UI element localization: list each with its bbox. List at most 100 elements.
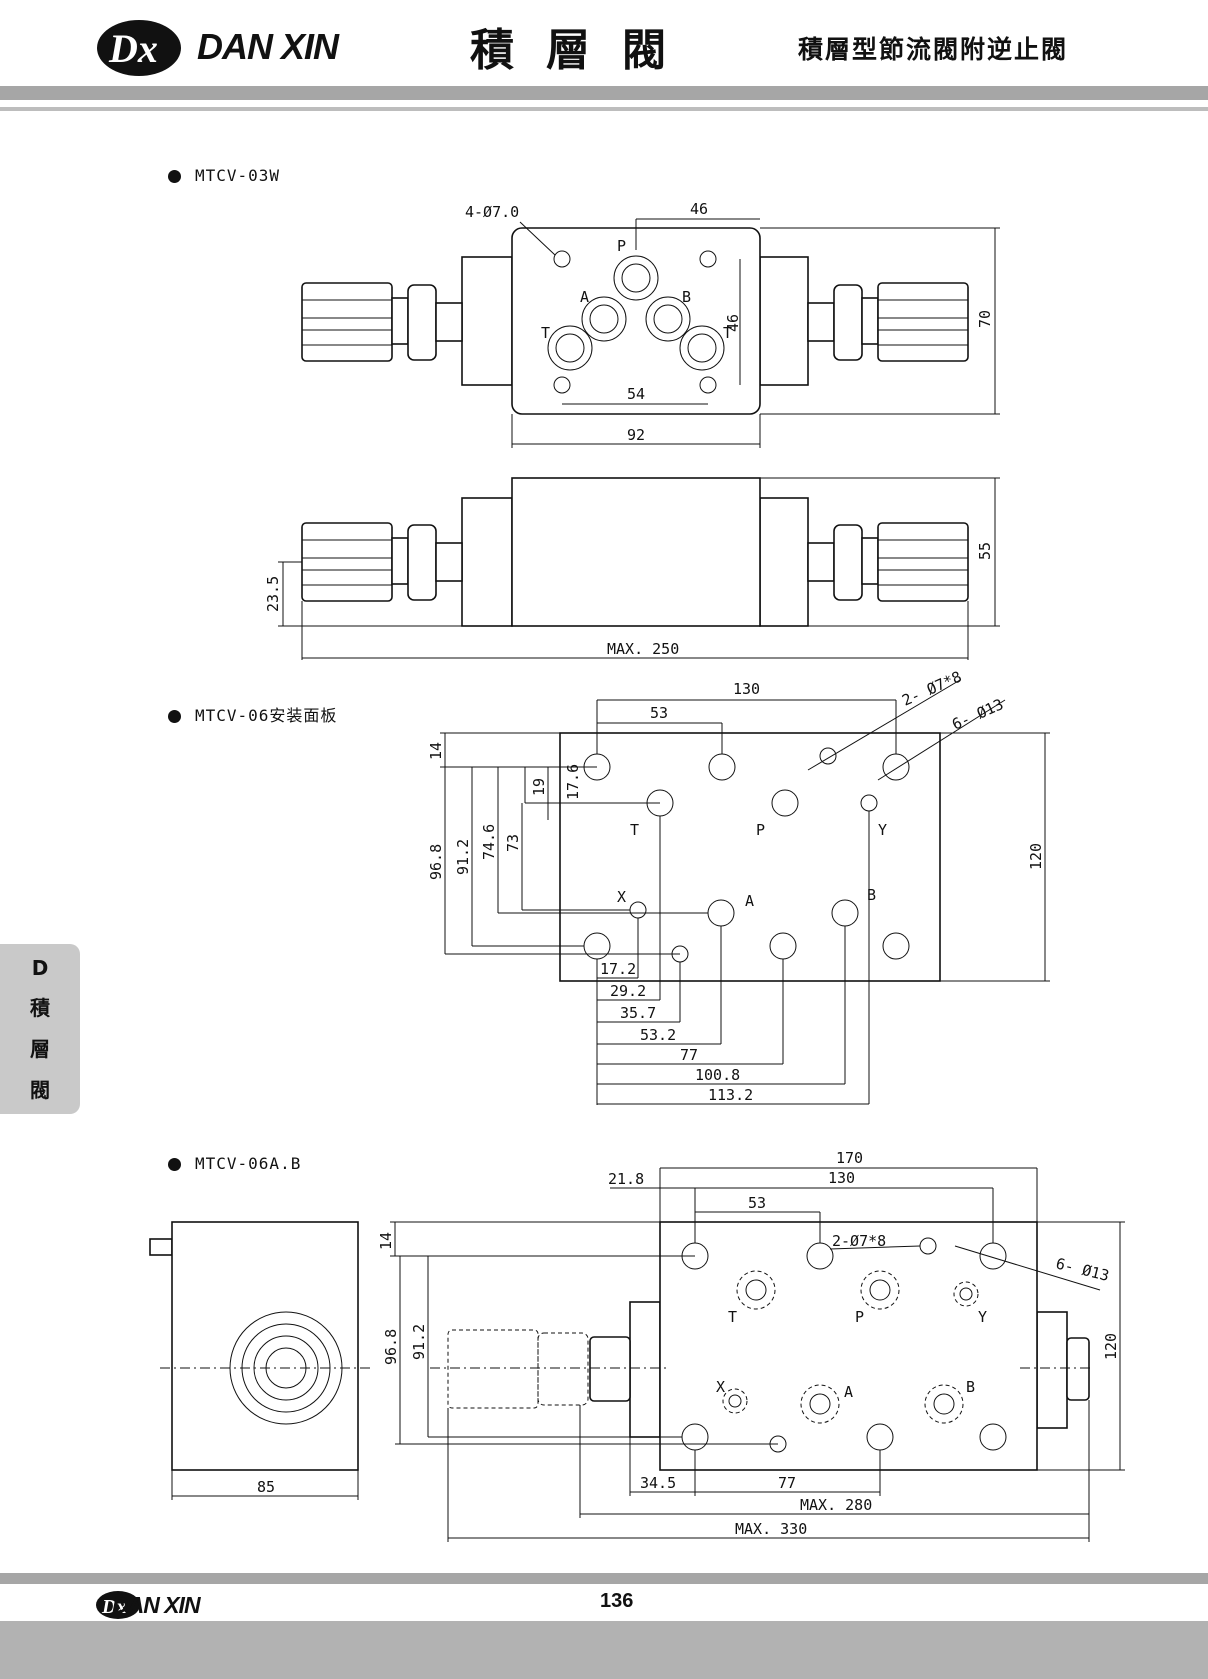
right-block-side (759, 497, 809, 627)
dim-96-8: 96.8 (427, 844, 445, 880)
dim-35-7: 35.7 (620, 1004, 656, 1022)
dim-max-250: MAX. 250 (607, 640, 679, 658)
brand-name: DAN XIN (197, 26, 339, 67)
dim-53: 53 (748, 1194, 766, 1212)
left-adjuster-knob-side (301, 522, 463, 602)
dim-21-8: 21.8 (608, 1170, 644, 1188)
dim-29-2: 29.2 (610, 982, 646, 1000)
dim-100-8: 100.8 (695, 1066, 740, 1084)
dashed-adjuster-knob (447, 1329, 1090, 1409)
dim-77: 77 (778, 1474, 796, 1492)
dim-96-8: 96.8 (382, 1329, 400, 1365)
dim-55: 55 (976, 542, 994, 560)
port-b-label: B (682, 288, 691, 306)
section-label-mtcv-06ab: MTCV-06A.B (168, 1154, 301, 1173)
svg-text:Dx: Dx (101, 1596, 126, 1618)
dim-53: 53 (650, 704, 668, 722)
right-adjuster-knob (807, 282, 969, 362)
drawing-mtcv-03w: P A B T T 4-Ø7.0 46 46 54 92 70 55 23.5 … (264, 200, 1000, 660)
port-b-label: B (867, 886, 876, 904)
dim-77: 77 (680, 1046, 698, 1064)
dim-53-2: 53.2 (640, 1026, 676, 1044)
dim-hole-count: 4-Ø7.0 (465, 203, 519, 221)
header-divider (0, 86, 1208, 100)
dim-130: 130 (828, 1169, 855, 1187)
dim-holes-large: 6- Ø13 (1054, 1254, 1111, 1285)
drawing-mtcv-06-plate: T P Y X A B 130 53 2- Ø7*8 6- Ø13 14 17.… (427, 670, 1050, 1105)
dim-max-330: MAX. 330 (735, 1520, 807, 1538)
valve-body-side (511, 477, 761, 627)
bullet-icon (168, 710, 181, 723)
dim-34-5: 34.5 (640, 1474, 676, 1492)
bullet-icon (168, 170, 181, 183)
port-y-label: Y (878, 821, 887, 839)
footer-logo: Dx (95, 1588, 143, 1626)
dim-91-2: 91.2 (454, 839, 472, 875)
dim-14: 14 (377, 1232, 395, 1250)
dim-holes-small: 2- Ø7*8 (899, 670, 964, 710)
left-block-side (461, 497, 513, 627)
right-block (759, 256, 809, 386)
tab-char: D (31, 955, 49, 980)
dim-14: 14 (427, 742, 445, 760)
left-adjuster-knob (301, 282, 463, 362)
dim-holes-large: 6- Ø13 (949, 695, 1006, 733)
section-label-mtcv-03w: MTCV-03W (168, 166, 280, 185)
dx-logo-icon: Dx (96, 1591, 140, 1619)
footer-band (0, 1621, 1208, 1679)
dim-max-280: MAX. 280 (800, 1496, 872, 1514)
dim-17-6: 17.6 (564, 764, 582, 800)
ports (547, 255, 725, 371)
port-t-label: T (630, 821, 639, 839)
dim-holes-small: 2-Ø7*8 (832, 1232, 886, 1250)
section-side-tab: D 積 層 閥 (0, 944, 80, 1114)
port-t-label: T (723, 324, 732, 342)
port-b-label: B (966, 1378, 975, 1396)
right-adjuster-knob-side (807, 522, 969, 602)
port-p-label: P (855, 1308, 864, 1326)
footer-brand: DAN XIN (112, 1592, 201, 1618)
right-flange (1036, 1311, 1068, 1429)
port-x-label: X (716, 1378, 725, 1396)
dim-54: 54 (627, 385, 645, 403)
dx-logo-icon: Dx (97, 20, 181, 76)
port-a-label: A (745, 892, 754, 910)
tab-char: 閥 (30, 1077, 50, 1102)
port-a-label: A (844, 1383, 853, 1401)
bullet-icon (168, 1158, 181, 1171)
svg-text:Dx: Dx (108, 26, 158, 71)
mounting-holes (553, 250, 717, 394)
dim-120: 120 (1102, 1333, 1120, 1360)
dim-120: 120 (1027, 843, 1045, 870)
dim-170: 170 (836, 1150, 863, 1167)
port-t-label: T (728, 1308, 737, 1326)
page-title: 積層閥 (470, 25, 698, 76)
left-flange (629, 1301, 661, 1438)
tab-char: 積 (30, 995, 50, 1020)
mounting-plate (559, 732, 941, 982)
brand-logo: Dx DAN XIN (95, 12, 385, 82)
end-view-body (171, 1221, 359, 1471)
dim-92: 92 (627, 426, 645, 444)
port-t-label: T (541, 324, 550, 342)
plate-holes (583, 747, 910, 963)
dim-130: 130 (733, 680, 760, 698)
dim-23-5: 23.5 (264, 576, 282, 612)
footer-divider (0, 1573, 1208, 1584)
dim-74-6: 74.6 (480, 824, 498, 860)
dim-19: 19 (530, 778, 548, 796)
dim-46-side: 46 (724, 314, 742, 332)
page-number: 136 (600, 1590, 634, 1612)
left-block (461, 256, 513, 386)
dim-17-2: 17.2 (600, 960, 636, 978)
end-view-stub (149, 1238, 173, 1256)
dim-91-2: 91.2 (410, 1324, 428, 1360)
header-divider-thin (0, 107, 1208, 111)
dim-113-2: 113.2 (708, 1086, 753, 1104)
dim-70: 70 (976, 310, 994, 328)
page-subtitle: 積層型節流閥附逆止閥 (798, 35, 1069, 64)
tab-char: 層 (30, 1036, 50, 1061)
dim-46-top: 46 (690, 200, 708, 218)
drawing-mtcv-06ab: 85 T P Y X A B 170 21.8 130 53 2-Ø7*8 6-… (149, 1150, 1125, 1542)
port-p-label: P (617, 237, 626, 255)
